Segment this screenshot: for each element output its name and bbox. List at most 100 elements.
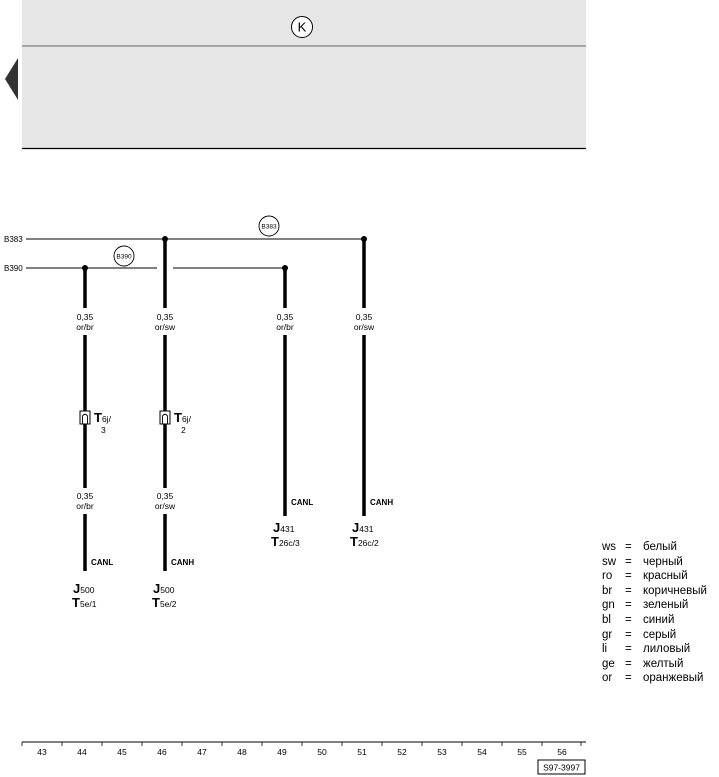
- bubble-b390: [113, 245, 135, 267]
- legend-equals: =: [625, 643, 632, 656]
- ruler-column-number: 55: [517, 747, 527, 757]
- legend-equals: =: [625, 599, 632, 612]
- wire-46-terminal: T5e/2: [152, 595, 177, 610]
- legend-equals: =: [625, 628, 632, 641]
- legend-code: or: [602, 672, 613, 685]
- header-body: [22, 47, 586, 148]
- ruler-column-number: 47: [197, 747, 207, 757]
- wire-49-component: J431: [273, 520, 295, 535]
- wire-46-signal: CANH: [171, 558, 194, 567]
- wire-51-upper-section: 0,35: [356, 312, 373, 322]
- legend-code: bl: [602, 613, 611, 626]
- wire-46-upper-section: 0,35: [157, 312, 174, 322]
- wire-44-lower-section: 0,35: [77, 491, 94, 501]
- wire-51-signal: CANH: [370, 498, 393, 507]
- ruler-column-number: 50: [317, 747, 327, 757]
- legend-equals: =: [625, 657, 632, 670]
- legend-row: gr=серый: [602, 628, 707, 643]
- wire-51-terminal: T26c/2: [350, 534, 379, 549]
- legend-row: bl = синий: [602, 613, 707, 628]
- legend-code: gr: [602, 628, 613, 641]
- legend-equals: =: [625, 570, 632, 583]
- legend-name: синий: [643, 613, 675, 626]
- legend-row: ge = желтый: [602, 657, 707, 672]
- legend-row: sw = черный: [602, 555, 707, 570]
- wire-46-lower-section: 0,35: [157, 491, 174, 501]
- legend-equals: =: [625, 541, 632, 553]
- bus-label-b390: B390: [4, 264, 23, 273]
- legend-row: ro = красный: [602, 569, 707, 584]
- header-k-symbol-circle: [291, 16, 313, 38]
- bubble-b390-label: B390: [116, 254, 132, 261]
- ruler-column-number: 51: [357, 747, 367, 757]
- diagram-id: S97-3997: [543, 763, 580, 773]
- legend-equals: =: [625, 555, 632, 568]
- wire-46-connector: T6j/: [174, 410, 192, 425]
- ruler-column-number: 54: [477, 747, 487, 757]
- legend-code: br: [602, 584, 613, 597]
- wire-44-component: J500: [73, 581, 95, 596]
- wire-44-signal: CANL: [91, 558, 113, 567]
- connector-pin-icon: [82, 413, 88, 424]
- ruler-column-number: 56: [557, 747, 567, 757]
- bubble-b383: [258, 215, 280, 237]
- ruler-column-number: 48: [237, 747, 247, 757]
- header-band: K: [5, 0, 586, 150]
- wire-44-terminal: T5e/1: [72, 595, 97, 610]
- legend-name: белый: [643, 541, 677, 553]
- ruler-column-number: 53: [437, 747, 447, 757]
- wire-49-signal: CANL: [291, 498, 313, 507]
- legend-row: gn = зеленый: [602, 598, 707, 613]
- legend-name: красный: [643, 570, 688, 583]
- legend-equals: =: [625, 672, 632, 685]
- wire-44-connector: T6j/: [94, 410, 112, 425]
- wire-46-upper-color: or/sw: [155, 322, 176, 332]
- legend-name: зеленый: [643, 599, 689, 612]
- legend-row: ws = белый: [602, 540, 707, 555]
- legend-code: li: [602, 643, 608, 656]
- legend-name: черный: [643, 555, 683, 568]
- wire-46-component: J500: [153, 581, 175, 596]
- legend-code: ws: [602, 541, 617, 553]
- wire-46-lower-color: or/sw: [155, 501, 176, 511]
- legend-name: желтый: [643, 657, 684, 670]
- wire-44-lower-color: or/br: [76, 501, 94, 511]
- ruler-column-number: 46: [157, 747, 167, 757]
- connector-t6j-2-icon: [159, 410, 171, 425]
- wire-51: 0,35 or/sw CANH J431 T26c/2: [350, 239, 393, 549]
- wire-49-upper-color: or/br: [276, 322, 294, 332]
- wire-44-upper-section: 0,35: [77, 312, 94, 322]
- wire-44-upper-color: or/br: [76, 322, 94, 332]
- bus-lines: B383 B390 B383 B390: [4, 215, 367, 273]
- header-k-symbol: K: [298, 20, 307, 35]
- ruler-column-number: 43: [37, 747, 47, 757]
- ruler-ticks: [21, 742, 582, 746]
- connector-pin-icon: [162, 413, 168, 424]
- wire-46-connector-pin: 2: [181, 425, 186, 435]
- legend-code: gn: [602, 599, 615, 612]
- legend-code: sw: [602, 555, 617, 568]
- legend-equals: =: [625, 613, 632, 626]
- legend-code: ge: [602, 657, 615, 670]
- wire-44-connector-pin: 3: [101, 425, 106, 435]
- connector-t6j-3-icon: [79, 410, 91, 425]
- legend-row: li = лиловый: [602, 642, 707, 657]
- legend-row: br=коричневый: [602, 584, 707, 599]
- bubble-b383-label: B383: [261, 224, 277, 231]
- legend-name: коричневый: [643, 584, 707, 597]
- wire-49-terminal: T26c/3: [271, 534, 300, 549]
- wire-44: 0,35 or/br T6j/ 3 0,35 or/br CANL J500 T…: [72, 268, 113, 610]
- legend-row: or = оранжевый: [602, 671, 707, 686]
- ruler-column-number: 49: [277, 747, 287, 757]
- legend-code: ro: [602, 570, 613, 583]
- ruler-column-number: 45: [117, 747, 127, 757]
- legend-name: лиловый: [643, 643, 691, 656]
- page-arrow-left-icon[interactable]: [5, 58, 18, 100]
- legend-name: оранжевый: [643, 672, 704, 685]
- wire-46: 0,35 or/sw T6j/ 2 0,35 or/sw CANH J500 T…: [152, 239, 194, 610]
- ruler-column-number: 52: [397, 747, 407, 757]
- wire-49-upper-section: 0,35: [277, 312, 294, 322]
